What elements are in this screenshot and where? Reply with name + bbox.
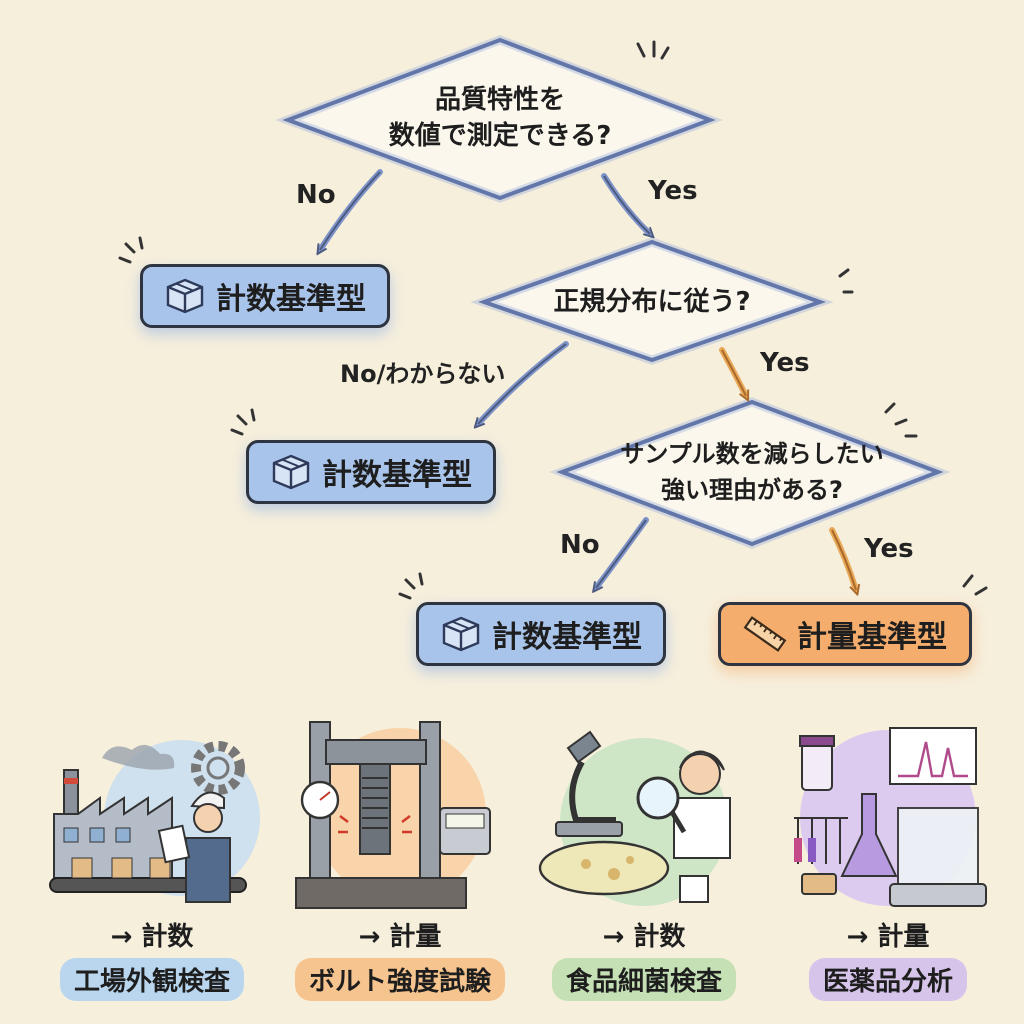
decision-1-line1: 品質特性を bbox=[434, 85, 565, 115]
branch-label-q1-no: No bbox=[296, 180, 336, 210]
example-tag-3: 食品細菌検査 bbox=[551, 958, 737, 1001]
bolt-strength-tester-illustration bbox=[295, 721, 491, 909]
result-box-count-3: 計数基準型 bbox=[416, 602, 666, 666]
example-panel-factory: → 計数 工場外観検査 bbox=[42, 718, 262, 1018]
branch-label-q2-no: No/わからない bbox=[340, 360, 506, 388]
example-panel-food: → 計数 食品細菌検査 bbox=[534, 718, 754, 1018]
sparkle-marks bbox=[118, 40, 988, 600]
result-label-2: 計数基準型 bbox=[322, 458, 472, 493]
package-box-icon bbox=[442, 616, 480, 652]
decision-3-line2: 強い理由がある? bbox=[661, 476, 843, 504]
decision-3-text: サンプル数を減らしたい 強い理由がある? bbox=[590, 436, 914, 508]
branch-label-q3-yes: Yes bbox=[864, 534, 914, 564]
pharmaceutical-analysis-illustration bbox=[794, 727, 987, 907]
branch-label-q1-yes: Yes bbox=[648, 176, 698, 206]
decision-3-line1: サンプル数を減らしたい bbox=[620, 440, 884, 468]
result-box-measure: 計量基準型 bbox=[718, 602, 972, 666]
example-panel-pharma: → 計量 医薬品分析 bbox=[778, 718, 998, 1018]
example-tag-4: 医薬品分析 bbox=[808, 958, 968, 1001]
example-result-4: → 計量 bbox=[846, 922, 930, 952]
example-tag-1: 工場外観検査 bbox=[59, 958, 245, 1001]
decision-diamond-3 bbox=[556, 399, 944, 547]
example-panel-bolt: → 計量 ボルト強度試験 bbox=[290, 718, 510, 1018]
example-result-2: → 計量 bbox=[358, 922, 442, 952]
decision-1-line2: 数値で測定できる? bbox=[388, 121, 612, 151]
decision-diamond-1 bbox=[282, 37, 716, 201]
result-label-1: 計数基準型 bbox=[216, 282, 366, 317]
flowchart-graphics bbox=[118, 35, 988, 600]
result-label-4: 計量基準型 bbox=[797, 620, 947, 655]
factory-inspection-illustration bbox=[49, 740, 260, 903]
decision-diamond-2 bbox=[477, 239, 827, 363]
package-box-icon bbox=[166, 278, 204, 314]
branch-label-q2-yes: Yes bbox=[760, 348, 810, 378]
branch-label-q3-no: No bbox=[560, 530, 600, 560]
arrow-q1-yes bbox=[601, 173, 653, 237]
ruler-icon bbox=[743, 616, 787, 652]
result-label-3: 計数基準型 bbox=[492, 620, 642, 655]
example-tag-2: ボルト強度試験 bbox=[294, 958, 506, 1001]
result-box-count-1: 計数基準型 bbox=[140, 264, 390, 328]
result-box-count-2: 計数基準型 bbox=[246, 440, 496, 504]
package-box-icon bbox=[272, 454, 310, 490]
example-result-1: → 計数 bbox=[110, 922, 194, 952]
food-bacteria-test-illustration bbox=[538, 730, 731, 906]
decision-1-text: 品質特性を 数値で測定できる? bbox=[340, 82, 660, 154]
example-result-3: → 計数 bbox=[602, 922, 686, 952]
decision-2-text: 正規分布に従う? bbox=[553, 287, 751, 317]
